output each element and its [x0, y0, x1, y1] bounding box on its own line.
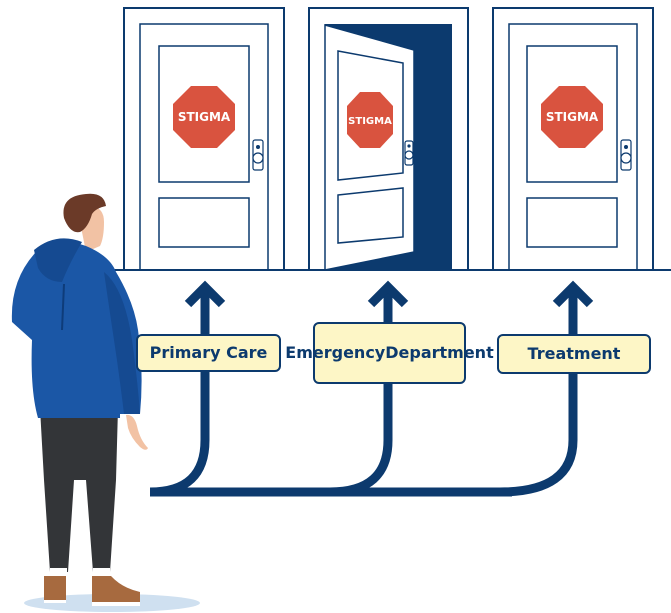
door-emergency-department: STIGMA — [308, 7, 469, 271]
treatment-label: Treatment — [497, 334, 651, 374]
stop-sign-text: STIGMA — [546, 110, 599, 124]
arrowhead-icon — [552, 280, 594, 308]
branching-path-arrows — [149, 292, 578, 497]
door-primary-care: STIGMA — [123, 7, 285, 271]
door-treatment: STIGMA — [492, 7, 654, 271]
door-knob-icon — [404, 140, 414, 166]
arrowhead-icon — [367, 280, 409, 308]
person-figure — [11, 193, 200, 612]
arrowhead-icon — [184, 280, 226, 308]
door-knob-icon — [620, 139, 632, 171]
stop-sign-text: STIGMA — [178, 110, 231, 124]
primary-care-label: Primary Care — [136, 334, 281, 372]
stigma-stop-sign-icon: STIGMA — [173, 86, 235, 148]
stigma-stop-sign-icon: STIGMA — [347, 92, 393, 148]
stigma-stop-sign-icon: STIGMA — [541, 86, 603, 148]
stop-sign-text: STIGMA — [348, 116, 392, 127]
door-knob-icon — [252, 139, 264, 171]
